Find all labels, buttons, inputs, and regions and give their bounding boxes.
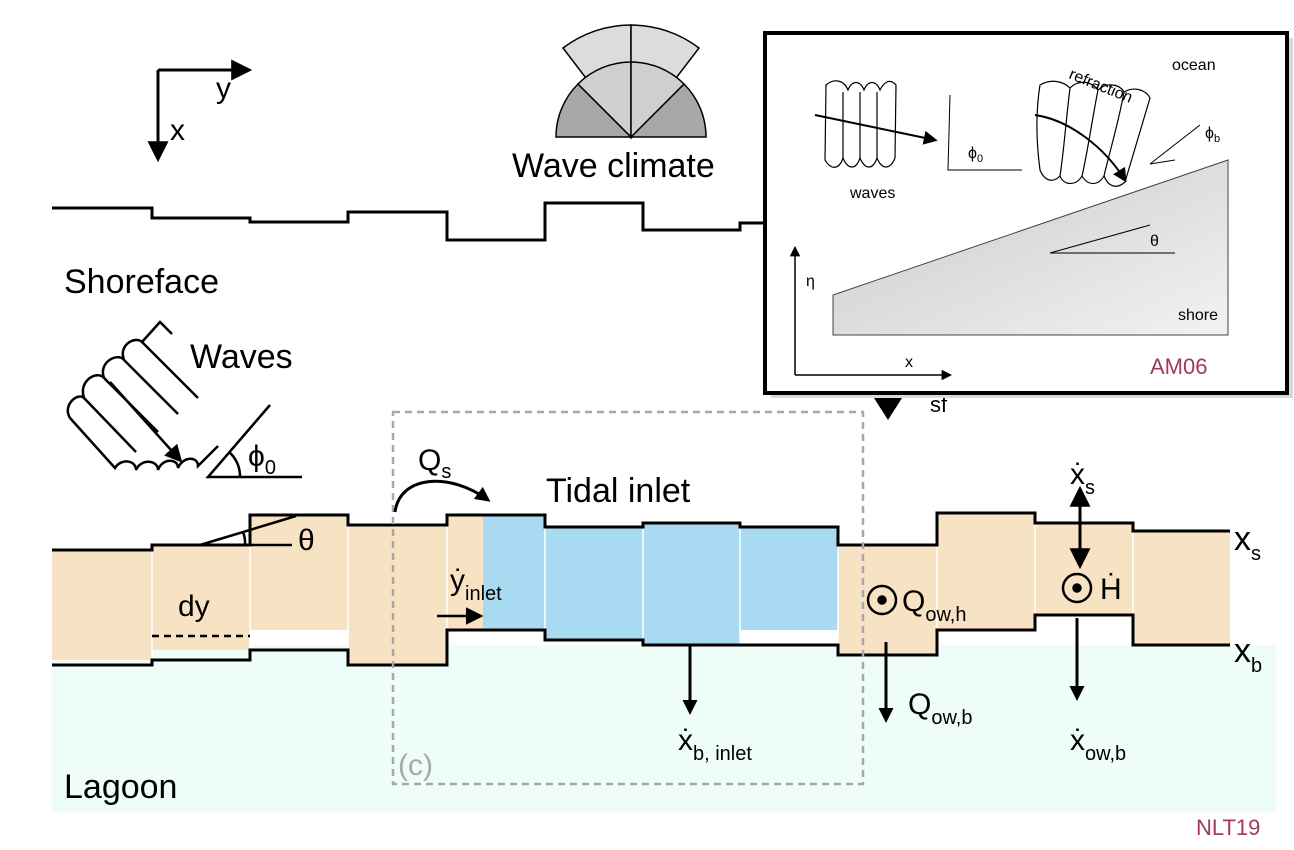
wave-climate-rose-icon [555, 24, 707, 140]
coordinate-axes [147, 59, 253, 163]
dy-label: dy [178, 590, 210, 623]
inset-waves-label: waves [849, 185, 895, 202]
xb-label: xb [1234, 632, 1262, 677]
theta-angle-icon [199, 514, 297, 547]
wave-climate-label: Wave climate [512, 147, 715, 185]
axis-y-label: y [216, 72, 231, 105]
c-label: (c) [398, 749, 433, 782]
axis-x-label: x [170, 114, 185, 147]
dashed-region-c [391, 410, 865, 786]
out-of-page-symbol-h [1061, 572, 1093, 604]
qowh-label: Qow,h [902, 585, 967, 626]
am06-inset-panel: η x θ waves ϕ0 refraction ocean ϕb [763, 31, 1293, 398]
inset-wave-arrow [814, 114, 938, 145]
h-dot-label: Ḣ [1100, 573, 1122, 606]
theta-label: θ [298, 524, 315, 557]
inset-phib-label: ϕb [1205, 125, 1220, 145]
shoreface-line [52, 201, 780, 242]
sf-partial-label: sf [930, 392, 948, 417]
waves-label: Waves [190, 338, 293, 376]
xs-label: xs [1234, 520, 1261, 565]
backbarrier-xb-line [52, 613, 1230, 667]
out-of-page-symbol-qowh [866, 584, 898, 616]
am06-credit: AM06 [1150, 354, 1207, 379]
inset-refraction-arrow [1034, 114, 1127, 183]
inset-phi0-label: ϕ0 [968, 145, 983, 165]
lagoon-label: Lagoon [64, 768, 177, 806]
waves-icon [66, 320, 219, 471]
qs-arrow [393, 479, 491, 513]
inset-pointer-triangle [874, 398, 902, 420]
shoreline-xs-line [52, 511, 1230, 552]
phi0-angle-icon [205, 404, 302, 479]
xs-dot-label: ẋs [1070, 458, 1095, 499]
inset-theta-label: θ [1150, 233, 1159, 250]
inset-ocean-label: ocean [1172, 57, 1216, 74]
qs-label: Qs [418, 444, 451, 483]
inset-x-label: x [905, 354, 913, 371]
inset-shore-label: shore [1178, 307, 1218, 324]
qowb-label: Qow,b [908, 688, 973, 729]
xb-inlet-label: ẋb, inlet [678, 724, 752, 765]
inset-refracting-waves-icon [1036, 80, 1151, 187]
inset-shore-wedge [832, 159, 1229, 336]
nlt19-credit: NLT19 [1196, 815, 1260, 840]
tidal-inlet-label: Tidal inlet [546, 472, 691, 510]
lagoon-area [52, 645, 1276, 812]
inset-eta-label: η [806, 273, 815, 290]
tidal-inlet-water [483, 515, 838, 645]
shoreface-label: Shoreface [64, 263, 219, 301]
phi0-label: ϕ0 [248, 440, 276, 479]
y-inlet-label: ẏinlet [450, 564, 502, 605]
xowb-label: ẋow,b [1070, 724, 1126, 765]
